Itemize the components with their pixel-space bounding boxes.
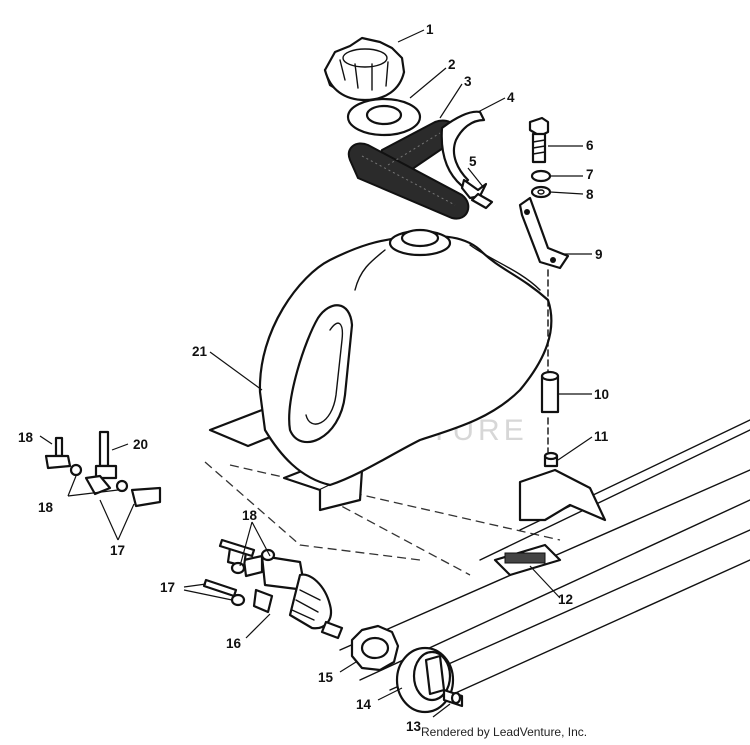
foam-sleeves bbox=[347, 119, 470, 220]
callout-2: 2 bbox=[448, 57, 456, 72]
fuel-tee-assembly bbox=[44, 430, 162, 508]
callout-8: 8 bbox=[586, 187, 594, 202]
callout-17-lower: 17 bbox=[160, 580, 175, 595]
callout-17-upper: 17 bbox=[110, 543, 125, 558]
callout-15: 15 bbox=[318, 670, 334, 685]
callout-7: 7 bbox=[586, 167, 594, 182]
callout-16: 16 bbox=[226, 636, 242, 651]
frame-outline bbox=[204, 419, 750, 701]
callout-20: 20 bbox=[133, 437, 148, 452]
mount-bracket bbox=[518, 196, 570, 270]
callout-21: 21 bbox=[192, 344, 208, 359]
callout-5: 5 bbox=[469, 154, 477, 169]
callout-6: 6 bbox=[586, 138, 594, 153]
fuel-filler-cap bbox=[350, 624, 400, 672]
callout-11: 11 bbox=[594, 429, 609, 444]
callout-12: 12 bbox=[558, 592, 573, 607]
fuel-valve-assembly bbox=[202, 538, 344, 640]
cap-gasket bbox=[346, 97, 422, 137]
callout-18-valve: 18 bbox=[242, 508, 258, 523]
leader-lines bbox=[39, 29, 593, 718]
callout-4: 4 bbox=[507, 90, 515, 105]
fuel-tank bbox=[258, 228, 553, 487]
vent-hose bbox=[440, 110, 494, 210]
callout-10: 10 bbox=[594, 387, 609, 402]
bolt-and-washers bbox=[528, 116, 552, 199]
callout-19: 18 bbox=[18, 430, 34, 445]
fuel-cap bbox=[323, 36, 406, 102]
rendered-by-credit: Rendered by LeadVenture, Inc. bbox=[421, 725, 588, 739]
callout-14: 14 bbox=[356, 697, 372, 712]
spacer-and-grommet bbox=[540, 269, 560, 468]
callout-numbers: 1 2 3 4 5 6 7 8 9 10 11 12 13 14 15 16 1… bbox=[18, 22, 609, 734]
callout-13: 13 bbox=[406, 719, 422, 734]
callout-18-tee: 18 bbox=[38, 500, 54, 515]
callout-1: 1 bbox=[426, 22, 434, 37]
callout-9: 9 bbox=[595, 247, 603, 262]
callout-3: 3 bbox=[464, 74, 472, 89]
damper-mount bbox=[395, 646, 464, 714]
